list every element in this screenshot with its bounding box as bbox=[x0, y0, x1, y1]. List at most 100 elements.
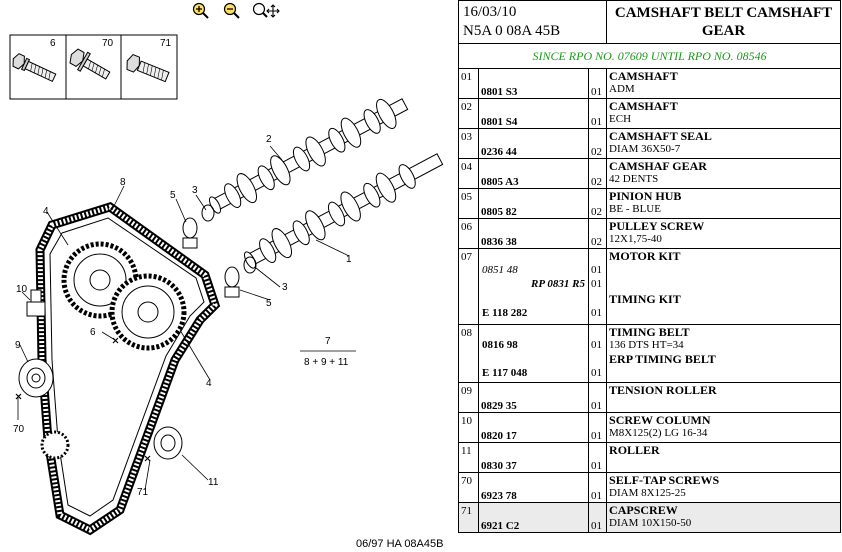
part-title-2: ERP TIMING BELT bbox=[609, 352, 716, 366]
item-number: 09 bbox=[458, 382, 479, 413]
callout-5a: 5 bbox=[170, 190, 176, 201]
bolt-70-icon bbox=[69, 48, 111, 80]
part-desc: MOTOR KIT TIMING KIT bbox=[606, 248, 842, 325]
cross-markers bbox=[15, 337, 151, 462]
part-ref[interactable]: 6923 78 bbox=[478, 472, 589, 503]
part-qty: 01 bbox=[587, 98, 608, 129]
part-ref[interactable]: 0236 44 bbox=[478, 128, 589, 159]
part-ref[interactable]: 0820 17 bbox=[478, 412, 589, 443]
validity-note: SINCE RPO NO. 07609 UNTIL RPO NO. 08546 bbox=[457, 43, 842, 69]
part-row-08[interactable]: 08 0816 98 E 117 048 01 01 TIMING BELT 1… bbox=[458, 324, 842, 383]
callout-1: 1 bbox=[346, 254, 352, 265]
part-sub: 136 DTS HT=34 bbox=[609, 339, 684, 351]
item-number: 70 bbox=[458, 472, 479, 503]
part-sub: ECH bbox=[609, 113, 632, 125]
part-qtys: 01 01 01 bbox=[587, 248, 608, 325]
roller bbox=[153, 426, 183, 460]
part-qty: 01 bbox=[587, 68, 608, 99]
fastener-label-71: 71 bbox=[160, 38, 172, 49]
zoom-pan-icon[interactable] bbox=[252, 2, 280, 20]
part-ref[interactable]: 0836 38 bbox=[478, 218, 589, 249]
zoom-in-icon[interactable] bbox=[192, 2, 210, 20]
part-qty: 01 bbox=[591, 307, 602, 319]
part-row-07[interactable]: 07 0851 48 RP 0831 R5 E 118 282 01 01 01… bbox=[458, 248, 842, 325]
part-ref[interactable]: 0805 82 bbox=[478, 188, 589, 219]
callout-6: 6 bbox=[90, 327, 96, 338]
item-number: 03 bbox=[458, 128, 479, 159]
camshaft-1 bbox=[243, 153, 444, 269]
item-number: 71 bbox=[458, 502, 479, 533]
part-refs: 0816 98 E 117 048 bbox=[478, 324, 589, 383]
part-desc: TENSION ROLLER bbox=[606, 382, 842, 413]
part-refs: 0851 48 RP 0831 R5 E 118 282 bbox=[478, 248, 589, 325]
callout-4a: 4 bbox=[43, 206, 49, 217]
part-sub: DIAM 8X125-25 bbox=[609, 487, 686, 499]
part-row-11[interactable]: 11 0830 37 01 ROLLER bbox=[458, 442, 842, 473]
callout-10: 10 bbox=[16, 284, 28, 295]
header-code: N5A 0 08A 45B bbox=[463, 23, 561, 39]
timing-belt bbox=[35, 202, 221, 536]
part-sub: M8X125(2) LG 16-34 bbox=[609, 427, 708, 439]
part-ref[interactable]: E 117 048 bbox=[482, 367, 528, 379]
callout-formula: 8 + 9 + 11 bbox=[304, 357, 349, 368]
part-ref[interactable]: 0801 S4 bbox=[478, 98, 589, 129]
bolt-6-icon bbox=[12, 53, 57, 83]
item-number: 05 bbox=[458, 188, 479, 219]
zoom-out-icon[interactable] bbox=[223, 2, 241, 20]
part-ref[interactable]: 0851 48 bbox=[482, 264, 518, 276]
part-title: PINION HUB bbox=[609, 189, 682, 203]
part-qty: 02 bbox=[587, 158, 608, 189]
camshaft-2 bbox=[208, 98, 409, 214]
callout-11: 11 bbox=[208, 477, 219, 488]
screw-column bbox=[26, 289, 46, 317]
part-qty: 02 bbox=[587, 218, 608, 249]
part-ref[interactable]: 0816 98 bbox=[482, 339, 518, 351]
part-title: CAMSHAF GEAR bbox=[609, 159, 707, 173]
part-qty: 01 bbox=[587, 412, 608, 443]
callout-3a: 3 bbox=[192, 185, 198, 196]
part-qty: 01 bbox=[591, 264, 602, 276]
part-ref[interactable]: RP 0831 R5 bbox=[531, 278, 585, 290]
item-number: 02 bbox=[458, 98, 479, 129]
part-ref[interactable]: E 118 282 bbox=[482, 307, 528, 319]
fastener-label-70: 70 bbox=[102, 38, 114, 49]
part-ref[interactable]: 0830 37 bbox=[478, 442, 589, 473]
zoom-toolbar bbox=[0, 0, 457, 22]
tension-roller bbox=[18, 358, 54, 398]
part-sub: DIAM 10X150-50 bbox=[609, 517, 692, 529]
leader-lines bbox=[17, 145, 356, 491]
parts-table: 16/03/10 N5A 0 08A 45B CAMSHAFT BELT CAM… bbox=[457, 0, 842, 533]
part-title: CAMSHAFT SEAL bbox=[609, 129, 712, 143]
exploded-diagram: 6 70 71 bbox=[9, 34, 444, 536]
part-qtys: 01 01 bbox=[587, 324, 608, 383]
part-row-09[interactable]: 09 0829 35 01 TENSION ROLLER bbox=[458, 382, 842, 413]
part-ref[interactable]: 0805 A3 bbox=[478, 158, 589, 189]
part-sub: 42 DENTS bbox=[609, 173, 659, 185]
bolt-71-icon bbox=[126, 53, 170, 83]
part-ref[interactable]: 0829 35 bbox=[478, 382, 589, 413]
item-number: 10 bbox=[458, 412, 479, 443]
part-qty: 01 bbox=[591, 278, 602, 290]
callout-70: 70 bbox=[13, 424, 25, 435]
item-number: 11 bbox=[458, 442, 479, 473]
part-qty: 01 bbox=[587, 442, 608, 473]
part-qty: 01 bbox=[587, 472, 608, 503]
part-title: TENSION ROLLER bbox=[609, 383, 717, 397]
part-ref[interactable]: 0801 S3 bbox=[478, 68, 589, 99]
header-info: 16/03/10 N5A 0 08A 45B bbox=[457, 0, 608, 44]
part-qty: 01 bbox=[591, 367, 602, 379]
part-ref[interactable]: 6921 C2 bbox=[478, 502, 589, 533]
